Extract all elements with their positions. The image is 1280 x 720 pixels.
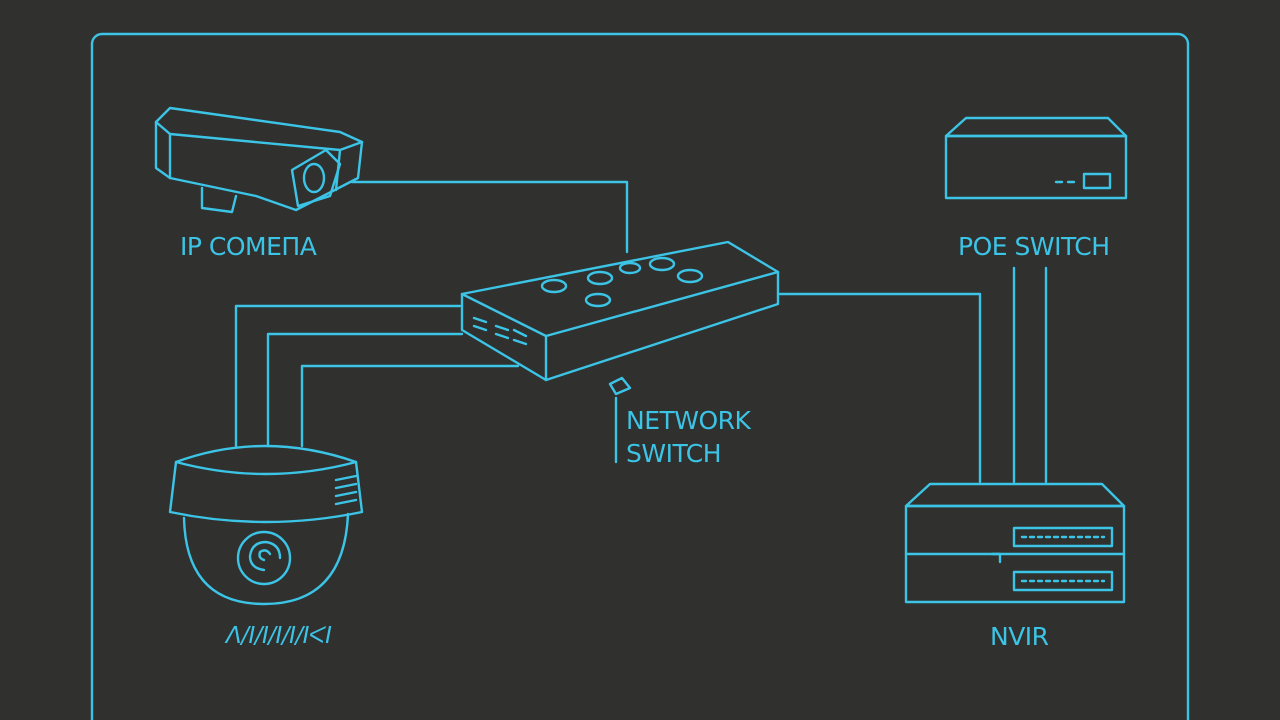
diagram-frame <box>90 32 1190 720</box>
network-switch-icon <box>460 240 780 396</box>
network-switch-label: NETWORK SWITCH <box>626 406 751 468</box>
link-camera-to-switch <box>350 180 629 254</box>
nvr-icon <box>904 482 1126 604</box>
link-switch-to-nvr <box>778 292 982 484</box>
ip-camera-label: IP COMEПA <box>180 232 317 261</box>
link-switch-to-dome-3 <box>300 364 520 448</box>
dome-camera-icon <box>168 444 364 606</box>
poe-switch-icon <box>944 116 1128 200</box>
bullet-camera-icon <box>154 106 364 214</box>
link-switch-to-dome-2 <box>266 332 464 448</box>
nvr-label: NVIR <box>990 622 1049 651</box>
link-switch-to-dome-1 <box>234 304 462 448</box>
poe-switch-label: POE SWITCH <box>958 232 1110 261</box>
connection-lines <box>234 180 1048 484</box>
dome-camera-label: ᐱ/I/I/I/I/IᐸI <box>226 623 332 649</box>
